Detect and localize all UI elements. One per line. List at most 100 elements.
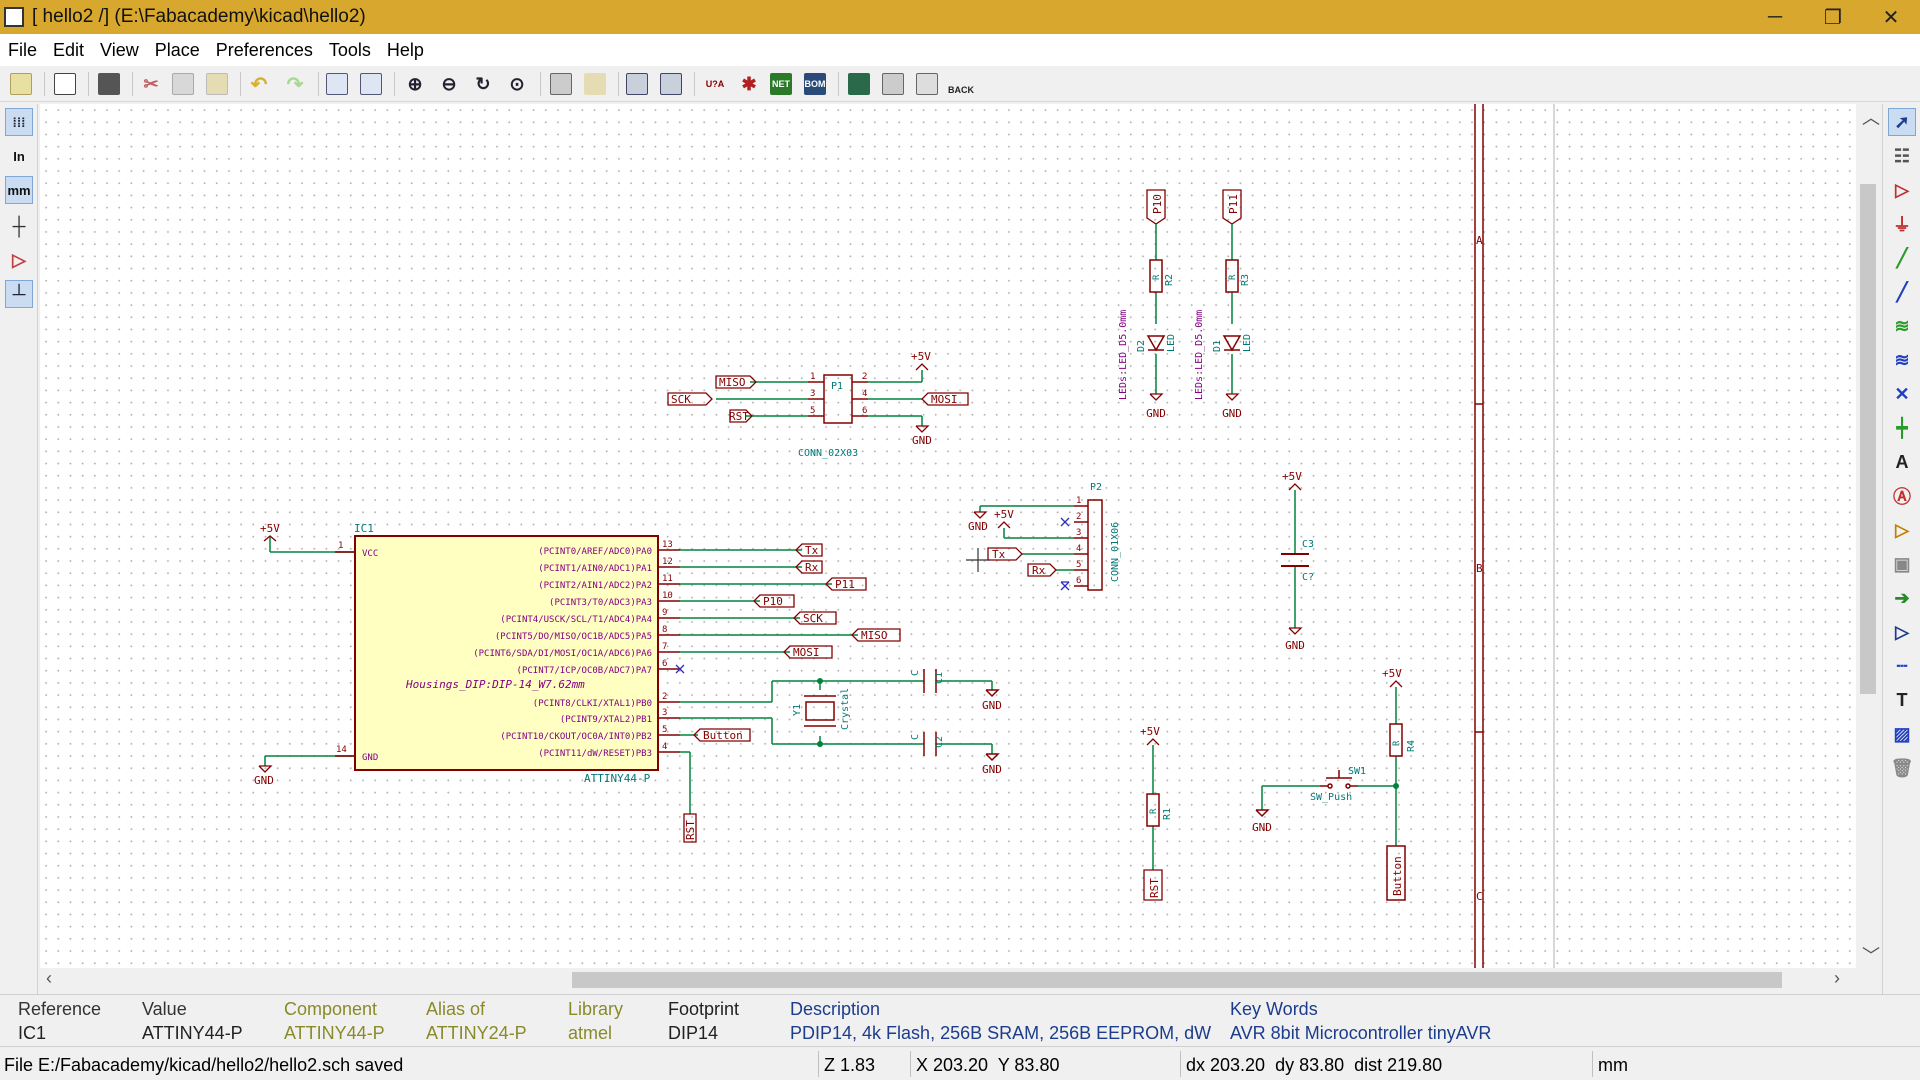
zoom-fit-button[interactable]: ⊙ xyxy=(504,71,530,97)
status-message: File E:/Fabacademy/kicad/hello2/hello2.s… xyxy=(4,1055,404,1075)
select-tool-button[interactable]: ➚ xyxy=(1888,108,1916,136)
place-component-button[interactable]: ▷ xyxy=(1888,176,1916,204)
hierarchical-label-button[interactable]: ▷ xyxy=(1888,516,1916,544)
bom-button[interactable]: BOM xyxy=(802,71,828,97)
delete-item-button[interactable]: 🗑 xyxy=(1888,754,1916,782)
net-label-button[interactable]: A xyxy=(1888,448,1916,476)
ic1-pin-number: 4 xyxy=(662,742,667,752)
menu-preferences[interactable]: Preferences xyxy=(215,39,313,60)
copy-button[interactable] xyxy=(170,71,196,97)
menu-help[interactable]: Help xyxy=(386,39,424,60)
r1-resistor[interactable]: +5V RST R R1 xyxy=(1140,725,1173,901)
menu-tools[interactable]: Tools xyxy=(328,39,371,60)
undo-button[interactable]: ↶ xyxy=(246,71,272,97)
scroll-right-icon[interactable]: › xyxy=(1834,968,1840,988)
ic1-symbol[interactable]: IC1 ATTINY44-P Housings_DIP:DIP-14_W7.62… xyxy=(264,522,680,785)
d2-footprint: LEDs:LED_D5.0mm xyxy=(1118,310,1129,400)
info-label: Library xyxy=(568,999,624,1019)
junction-button[interactable]: ┿ xyxy=(1888,414,1916,442)
menu-view[interactable]: View xyxy=(100,39,139,60)
horizontal-scroll-thumb[interactable] xyxy=(572,972,1782,988)
page-settings-button[interactable] xyxy=(52,71,78,97)
p2-pin-number: 1 xyxy=(1076,496,1081,506)
library-browser-button[interactable] xyxy=(658,71,684,97)
global-label-button[interactable]: Ⓐ xyxy=(1888,482,1916,510)
hidden-pins-button[interactable]: ▷ xyxy=(5,246,33,274)
grid-icon: ⁞⁞⁞ xyxy=(12,114,26,130)
info-library: Library atmel xyxy=(568,999,623,1047)
find-button[interactable] xyxy=(324,71,350,97)
vcc-label: +5V xyxy=(994,508,1014,521)
status-zoom: Z 1.83 xyxy=(824,1055,876,1075)
cut-button[interactable]: ✂ xyxy=(138,71,164,97)
zoom-out-button[interactable]: ⊖ xyxy=(436,71,462,97)
wire-angle-button[interactable]: ┴ xyxy=(5,280,33,308)
ic1-footprint: Housings_DIP:DIP-14_W7.62mm xyxy=(405,678,585,691)
vertical-scrollbar[interactable]: ︿ ﹀ xyxy=(1856,104,1880,968)
sw1-button-circuit[interactable]: +5V GND Button SW1 SW_Push R R4 xyxy=(1252,667,1417,901)
scroll-up-icon[interactable]: ︿ xyxy=(1862,108,1880,128)
assign-footprints-button[interactable] xyxy=(846,71,872,97)
zoom-in-button[interactable]: ⊕ xyxy=(402,71,428,97)
ic1-pin-number: 9 xyxy=(662,608,667,618)
paste-button[interactable] xyxy=(204,71,230,97)
pcbnew-button[interactable] xyxy=(914,71,940,97)
hierarchy-tool-button[interactable]: ☷ xyxy=(1888,142,1916,170)
library-editor-button[interactable] xyxy=(624,71,650,97)
sheet-pin-icon: ▷ xyxy=(1895,621,1909,642)
redraw-button[interactable]: ↻ xyxy=(470,71,496,97)
annotate-button[interactable]: U?A xyxy=(702,71,728,97)
pointer-icon: ➚ xyxy=(1894,111,1910,132)
no-connect-button[interactable]: ✕ xyxy=(1888,380,1916,408)
sheet-pin-button[interactable]: ▷ xyxy=(1888,618,1916,646)
close-button[interactable]: ✕ xyxy=(1882,6,1900,29)
hierarchy-navigator-button[interactable] xyxy=(548,71,574,97)
horizontal-scrollbar[interactable]: ‹ › xyxy=(40,968,1856,992)
netlist-button[interactable]: NET xyxy=(768,71,794,97)
units-inch-button[interactable]: In xyxy=(5,142,33,170)
eeschema-app-icon xyxy=(4,7,24,27)
gnd-label: GND xyxy=(1146,407,1166,420)
led-branch-p10[interactable]: P10 GND R R2 D2 LED LEDs:LED_D5.0mm xyxy=(1118,189,1177,420)
scroll-left-icon[interactable]: ‹ xyxy=(46,968,52,988)
graphic-text-button[interactable]: T xyxy=(1888,686,1916,714)
place-power-button[interactable]: ⏚ xyxy=(1888,210,1916,238)
r3-value: R xyxy=(1228,274,1238,280)
new-sheet-button[interactable] xyxy=(8,71,34,97)
units-mm-button[interactable]: mm xyxy=(5,176,33,204)
copy-icon xyxy=(172,73,194,95)
find-replace-button[interactable] xyxy=(358,71,384,97)
menu-place[interactable]: Place xyxy=(154,39,200,60)
graphic-line-button[interactable]: ┄ xyxy=(1888,652,1916,680)
print-button[interactable] xyxy=(96,71,122,97)
menu-edit[interactable]: Edit xyxy=(53,39,85,60)
maximize-button[interactable]: ❐ xyxy=(1824,6,1842,29)
grid-toggle-button[interactable]: ⁞⁞⁞ xyxy=(5,108,33,136)
p1-pin-number: 4 xyxy=(862,389,867,399)
import-sheet-pin-button[interactable]: ➔ xyxy=(1888,584,1916,612)
minimize-button[interactable]: ─ xyxy=(1767,5,1783,28)
back-button[interactable]: BACK xyxy=(948,71,974,97)
vertical-scroll-thumb[interactable] xyxy=(1860,184,1876,694)
schematic-canvas[interactable]: A B C IC1 ATTINY44-P Housings_DIP:DIP xyxy=(40,104,1856,968)
bus-definitions-button[interactable] xyxy=(880,71,906,97)
c3-capacitor[interactable]: +5V GND C3 C? xyxy=(1281,470,1314,652)
add-image-button[interactable]: ▨ xyxy=(1888,720,1916,748)
bus-bus-entry-button[interactable]: ≋ xyxy=(1888,346,1916,374)
zoom-in-icon: ⊕ xyxy=(407,73,423,94)
hierarchical-sheet-button[interactable]: ▣ xyxy=(1888,550,1916,578)
scroll-down-icon[interactable]: ﹀ xyxy=(1862,946,1880,966)
leave-sheet-button[interactable] xyxy=(582,71,608,97)
p1-connector[interactable]: MISO SCK RST MOSI +5V GND 1 3 5 2 4 6 P1… xyxy=(667,350,969,459)
led-branch-p11[interactable]: P11 GND R R3 D1 LED LEDs:LED_D5.0mm xyxy=(1194,189,1253,420)
place-wire-button[interactable]: ╱ xyxy=(1888,244,1916,272)
ic1-pin-name: (PCINT6/SDA/DI/MOSI/OC1A/ADC6)PA6 xyxy=(473,649,652,659)
menu-file[interactable]: File xyxy=(8,39,38,60)
redo-button[interactable]: ↷ xyxy=(282,71,308,97)
cursor-shape-button[interactable]: ┼ xyxy=(5,212,33,240)
p2-connector[interactable]: GND +5V Tx Rx 1 2 3 4 5 6 P2 CONN_01X06 xyxy=(968,482,1121,591)
erc-button[interactable]: ✱ xyxy=(736,71,762,97)
gnd-label: GND xyxy=(982,699,1002,712)
wire-bus-entry-button[interactable]: ≋ xyxy=(1888,312,1916,340)
place-bus-button[interactable]: ╱ xyxy=(1888,278,1916,306)
